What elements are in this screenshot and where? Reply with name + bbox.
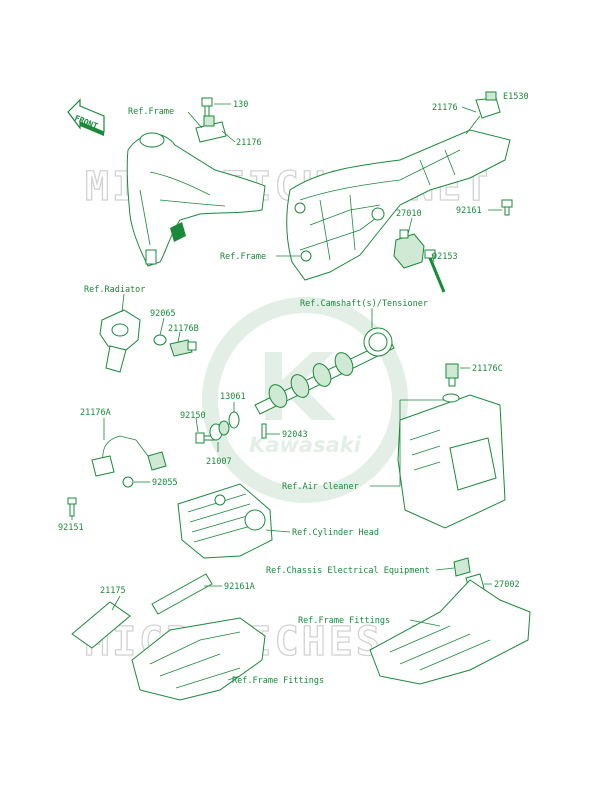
label-ref-frame-mid: Ref.Frame [220,252,266,262]
label-27010: 27010 [396,209,422,219]
bolt-130-part [201,97,213,117]
air-cleaner-part [397,393,506,529]
label-21176A: 21176A [80,408,111,418]
label-21176B: 21176B [168,324,199,334]
bracket-92161A-part [151,573,213,615]
leader-lines [71,103,502,681]
label-92043: 92043 [282,430,308,440]
bolt-92151-part [67,497,77,517]
label-ref-frame-top: Ref.Frame [128,107,174,117]
label-130: 130 [233,100,248,110]
logo-text: Kawasaki [249,433,362,457]
sensor-21176B-part [169,339,197,357]
connector-part [453,557,471,577]
label-ref-frame-fittings-left: Ref.Frame Fittings [232,676,324,686]
gasket-92065-part [153,334,167,346]
frame-head-pipe-part [126,132,266,267]
sensor-21176-top-part [195,115,227,143]
switch-27010-part [393,229,425,269]
label-ref-cylinder-head: Ref.Cylinder Head [292,528,379,538]
bolt-92153-part [424,249,446,293]
frame-fittings-right-part [369,579,531,685]
frame-fittings-left-part [131,617,266,701]
main-frame-part [286,129,511,281]
label-21176-right: 21176 [432,103,458,113]
sensor-21176C-part [445,363,459,387]
label-27002: 27002 [494,580,520,590]
label-ref-air-cleaner: Ref.Air Cleaner [282,482,359,492]
label-92161: 92161 [456,206,482,216]
label-92065: 92065 [150,309,176,319]
label-92150: 92150 [180,411,206,421]
label-ref-camshaft: Ref.Camshaft(s)/Tensioner [300,299,428,309]
diagram-code: E1530 [503,92,529,102]
screw-92161-part [501,199,513,216]
cylinder-head-part [177,483,273,559]
label-13061: 13061 [220,392,246,402]
plate-13061-part [228,411,240,429]
sensor-21176A-part [91,435,167,488]
label-92161A: 92161A [224,582,255,592]
label-ref-radiator: Ref.Radiator [84,285,145,295]
front-arrow-icon: FRONT [67,98,105,136]
label-21007: 21007 [206,457,232,467]
label-92055: 92055 [152,478,178,488]
label-21175: 21175 [100,586,126,596]
camshaft-part [254,327,395,415]
ecu-21175-part [71,601,131,649]
label-21176C: 21176C [472,364,503,374]
sensor-21007-part [209,420,230,441]
sensor-21176-right-part [465,91,501,135]
radiator-housing-part [99,309,141,373]
label-ref-chassis-electrical: Ref.Chassis Electrical Equipment [266,566,430,576]
label-92153: 92153 [432,252,458,262]
label-ref-frame-fittings-right: Ref.Frame Fittings [298,616,390,626]
label-92151: 92151 [58,523,84,533]
label-21176-top: 21176 [236,138,262,148]
pin-92043-part [261,423,267,439]
